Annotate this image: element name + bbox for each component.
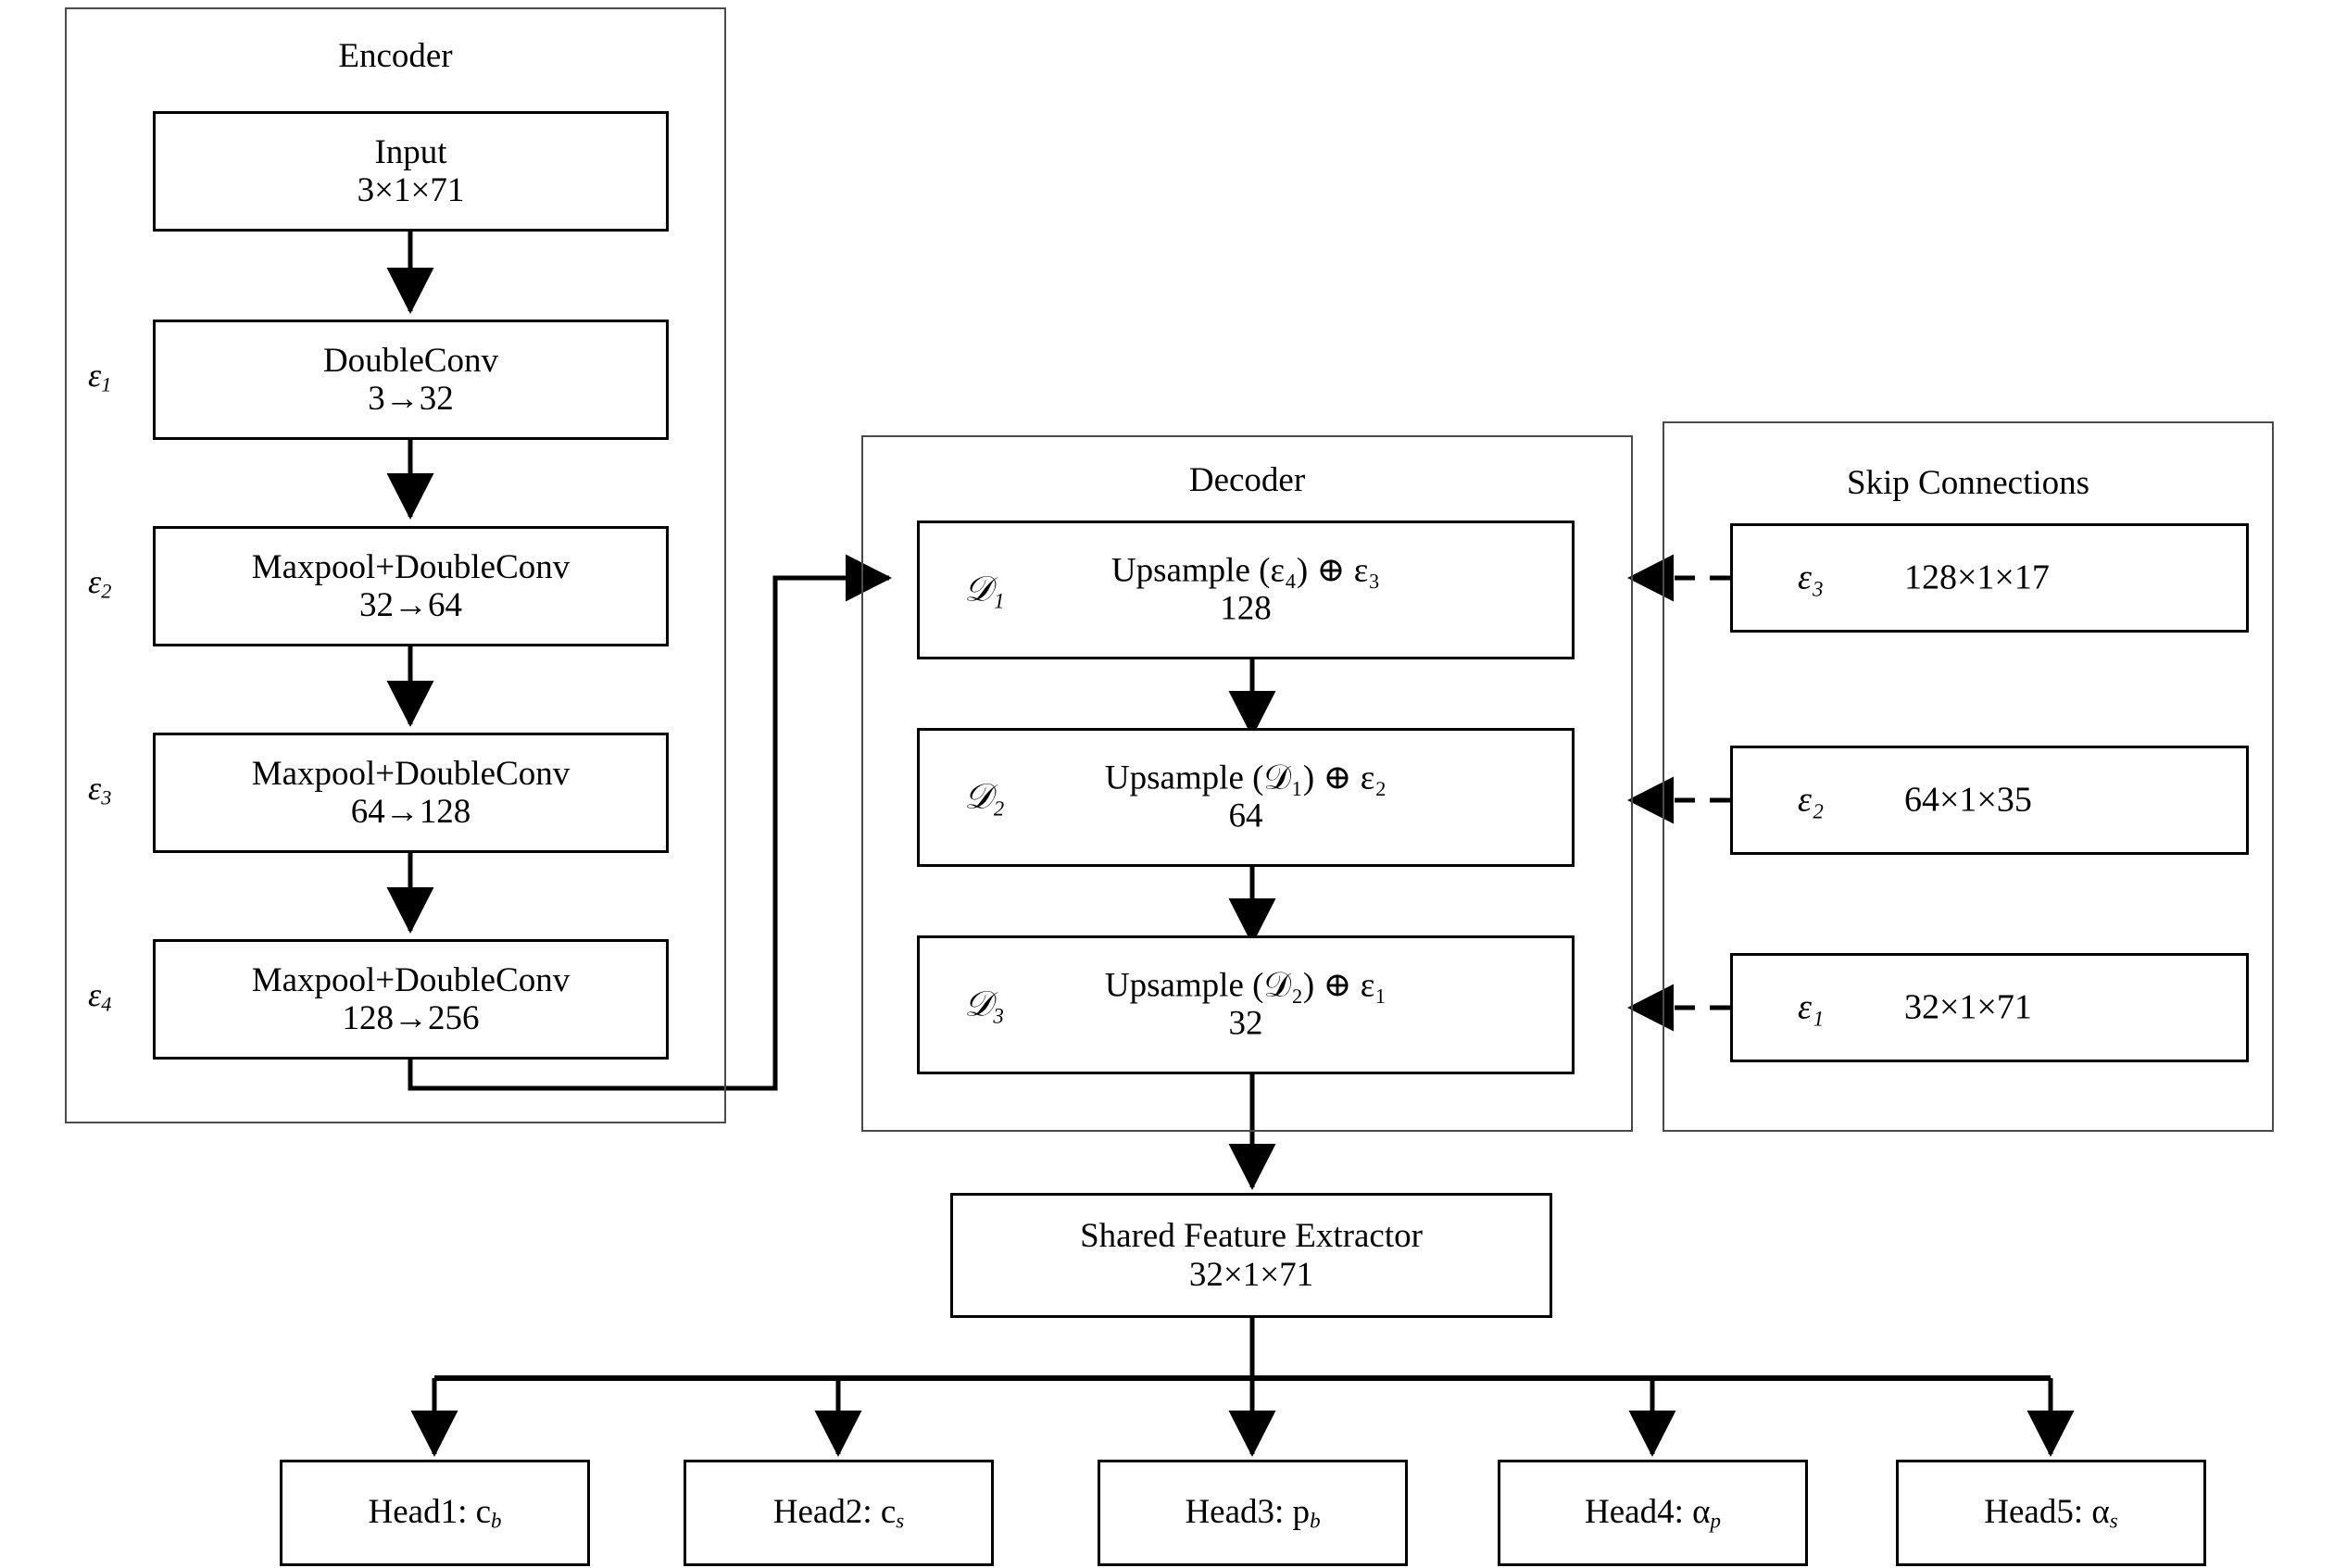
head-1-label: Head1: cb: [369, 1493, 502, 1533]
skip-block-e1[interactable]: ε₁ 32×1×71: [1730, 953, 2249, 1062]
decoder-block-d2-tag: 𝒟₂: [964, 777, 1005, 817]
encoder-stage-label-e4: ε4: [88, 976, 112, 1016]
encoder-stage-label-e3: ε3: [88, 770, 112, 809]
encoder-panel: [65, 7, 726, 1123]
decoder-block-d1-line2: 128: [1220, 590, 1272, 628]
head-5-label-text: Head5: α: [1984, 1492, 2110, 1531]
encoder-block-doubleconv-line1: DoubleConv: [322, 341, 499, 380]
head-1[interactable]: Head1: cb: [280, 1460, 590, 1566]
shared-feature-extractor-line2: 32×1×71: [1188, 1255, 1314, 1294]
head-1-label-sub: b: [491, 1509, 502, 1533]
encoder-block-maxpool-1[interactable]: Maxpool+DoubleConv 32→64: [153, 526, 669, 646]
encoder-block-doubleconv[interactable]: DoubleConv 3→32: [153, 320, 669, 440]
encoder-block-maxpool-1-line1: Maxpool+DoubleConv: [251, 547, 571, 586]
head-2-label-text: Head2: c: [772, 1492, 897, 1531]
head-3-label-sub: b: [1310, 1509, 1321, 1533]
decoder-block-d3-line1: Upsample (𝒟₂) ⊕ ε₁: [1104, 966, 1387, 1005]
head-5-label: Head5: αs: [1984, 1493, 2117, 1533]
decoder-block-d1-tag: 𝒟₁: [964, 570, 1005, 609]
skip-connections-panel-title: Skip Connections: [1846, 464, 2090, 502]
shared-feature-extractor[interactable]: Shared Feature Extractor 32×1×71: [950, 1193, 1552, 1318]
encoder-panel-title: Encoder: [338, 37, 453, 75]
skip-connections-panel: [1663, 421, 2274, 1132]
decoder-panel-title: Decoder: [1188, 461, 1306, 499]
decoder-block-d3[interactable]: 𝒟₃ Upsample (𝒟₂) ⊕ ε₁ 32: [917, 935, 1575, 1074]
head-4-label-sub: p: [1710, 1509, 1721, 1533]
decoder-block-d1[interactable]: 𝒟₁ Upsample (ε₄) ⊕ ε₃ 128: [917, 521, 1575, 659]
encoder-stage-label-e2: ε2: [88, 563, 112, 603]
head-2[interactable]: Head2: cs: [684, 1460, 994, 1566]
encoder-block-input[interactable]: Input 3×1×71: [153, 111, 669, 232]
decoder-block-d3-tag: 𝒟₃: [964, 985, 1005, 1024]
encoder-block-input-line1: Input: [374, 132, 447, 171]
skip-block-e3-tag: ε₃: [1798, 558, 1825, 597]
encoder-block-maxpool-3-line1: Maxpool+DoubleConv: [251, 960, 571, 999]
skip-block-e2[interactable]: ε₂ 64×1×35: [1730, 746, 2249, 855]
decoder-block-d3-line2: 32: [1228, 1005, 1263, 1043]
encoder-block-maxpool-3[interactable]: Maxpool+DoubleConv 128→256: [153, 939, 669, 1060]
decoder-block-d1-line1: Upsample (ε₄) ⊕ ε₃: [1111, 551, 1381, 590]
decoder-panel: [861, 435, 1633, 1132]
head-3[interactable]: Head3: pb: [1098, 1460, 1408, 1566]
encoder-block-maxpool-2[interactable]: Maxpool+DoubleConv 64→128: [153, 733, 669, 853]
skip-block-e1-tag: ε₁: [1798, 987, 1825, 1027]
head-2-label-sub: s: [896, 1509, 905, 1533]
encoder-block-maxpool-1-line2: 32→64: [359, 586, 462, 624]
shared-feature-extractor-line1: Shared Feature Extractor: [1080, 1217, 1423, 1256]
head-4-label: Head4: αp: [1585, 1493, 1721, 1533]
skip-block-e3[interactable]: ε₃ 128×1×17: [1730, 523, 2249, 633]
head-4[interactable]: Head4: αp: [1498, 1460, 1808, 1566]
skip-block-e3-dims: 128×1×17: [1904, 558, 2050, 597]
skip-block-e2-tag: ε₂: [1798, 780, 1825, 820]
encoder-block-maxpool-2-line1: Maxpool+DoubleConv: [251, 754, 571, 793]
encoder-block-doubleconv-line2: 3→32: [368, 380, 454, 418]
head-2-label: Head2: cs: [773, 1493, 904, 1533]
encoder-block-maxpool-2-line2: 64→128: [350, 793, 471, 831]
head-3-label-text: Head3: p: [1185, 1492, 1311, 1531]
skip-block-e1-dims: 32×1×71: [1904, 987, 2032, 1027]
decoder-block-d2[interactable]: 𝒟₂ Upsample (𝒟₁) ⊕ ε₂ 64: [917, 728, 1575, 867]
head-4-label-text: Head4: α: [1585, 1492, 1711, 1531]
head-5-label-sub: s: [2109, 1509, 2118, 1533]
decoder-block-d2-line1: Upsample (𝒟₁) ⊕ ε₂: [1104, 759, 1387, 797]
decoder-block-d2-line2: 64: [1228, 797, 1263, 835]
encoder-block-maxpool-3-line2: 128→256: [342, 999, 480, 1037]
encoder-stage-label-e1: ε1: [88, 357, 112, 396]
encoder-block-input-line2: 3×1×71: [357, 171, 465, 209]
head-1-label-text: Head1: c: [368, 1492, 492, 1531]
head-3-label: Head3: pb: [1185, 1493, 1320, 1533]
head-5[interactable]: Head5: αs: [1896, 1460, 2206, 1566]
skip-block-e2-dims: 64×1×35: [1904, 780, 2032, 820]
